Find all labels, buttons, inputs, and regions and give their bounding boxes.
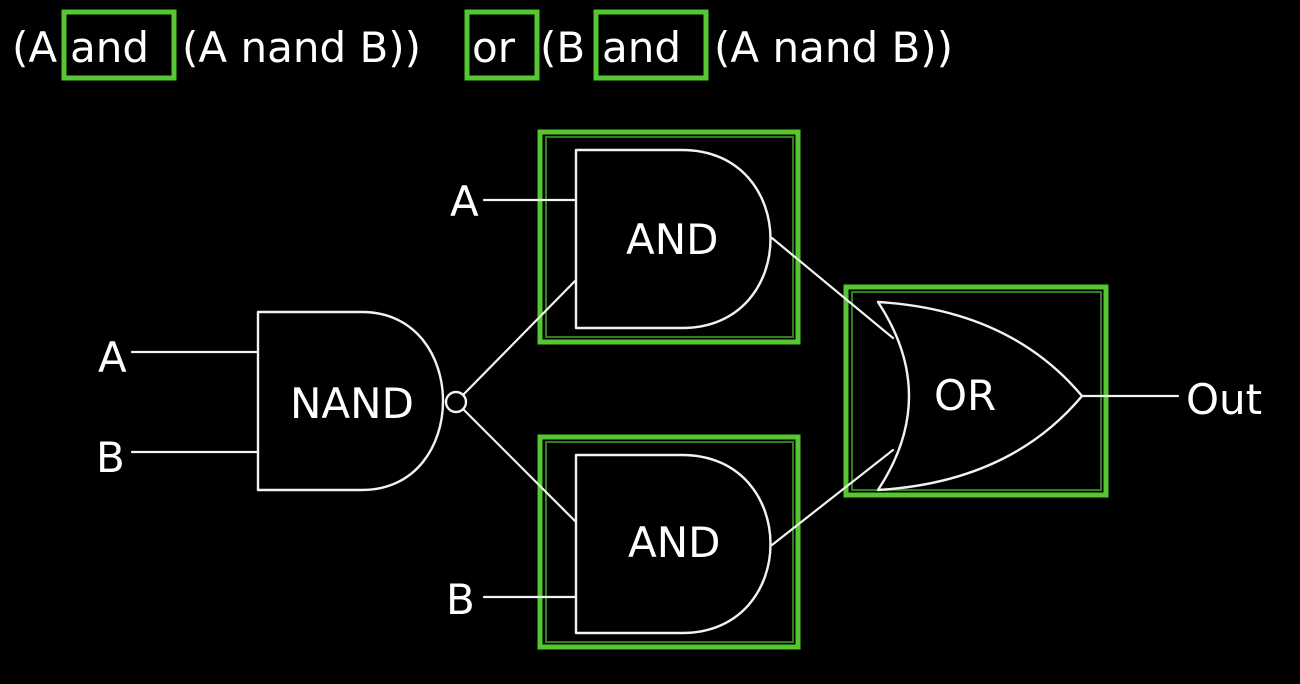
and-gate-top-body	[574, 148, 772, 330]
expr-part-2: and	[70, 23, 149, 72]
or-gate: OR	[876, 300, 1084, 492]
expr-part-7: (A nand B))	[714, 23, 953, 72]
expr-part-5: (B	[540, 23, 585, 72]
and-gate-top: AND	[574, 148, 772, 330]
and-gate-bottom-label: AND	[628, 518, 721, 567]
highlight-box-and-bottom-inner	[545, 441, 794, 643]
input-label-b-nand: B	[96, 433, 125, 482]
wire-and-top-to-or	[770, 236, 895, 340]
expr-highlight-and-2	[593, 9, 709, 81]
nand-gate: NAND	[256, 310, 468, 492]
wire-nand-to-and-bottom	[460, 406, 578, 524]
highlight-box-or	[843, 284, 1109, 498]
nand-inversion-bubble	[444, 390, 468, 414]
expr-part-1: (A	[12, 23, 57, 72]
expr-part-4: or	[472, 23, 516, 72]
expr-part-6: and	[602, 23, 681, 72]
input-label-a-nand: A	[98, 333, 127, 382]
expr-highlight-or	[464, 9, 540, 81]
input-label-a-and-top: A	[450, 177, 479, 226]
expr-part-3: (A nand B))	[182, 23, 421, 72]
and-gate-bottom-body	[574, 453, 772, 635]
and-gate-top-label: AND	[626, 215, 719, 264]
output-label: Out	[1186, 375, 1262, 424]
highlight-box-and-top	[537, 129, 801, 345]
highlight-box-and-top-inner	[545, 136, 794, 338]
wire-and-bottom-to-or	[770, 448, 895, 547]
and-gate-bottom: AND	[574, 453, 772, 635]
wires	[130, 198, 1180, 599]
or-gate-body	[876, 300, 1084, 492]
or-gate-label: OR	[934, 371, 996, 420]
highlight-box-or-inner	[851, 291, 1102, 491]
wire-nand-to-and-top	[460, 278, 578, 398]
nand-gate-label: NAND	[290, 379, 414, 428]
highlight-box-and-bottom	[537, 434, 801, 650]
input-label-b-and-bottom: B	[446, 575, 475, 624]
nand-gate-body	[256, 310, 445, 492]
expr-highlight-and-1	[61, 9, 177, 81]
boolean-expression: (A and (A nand B)) or (B and (A nand B))	[12, 9, 953, 81]
